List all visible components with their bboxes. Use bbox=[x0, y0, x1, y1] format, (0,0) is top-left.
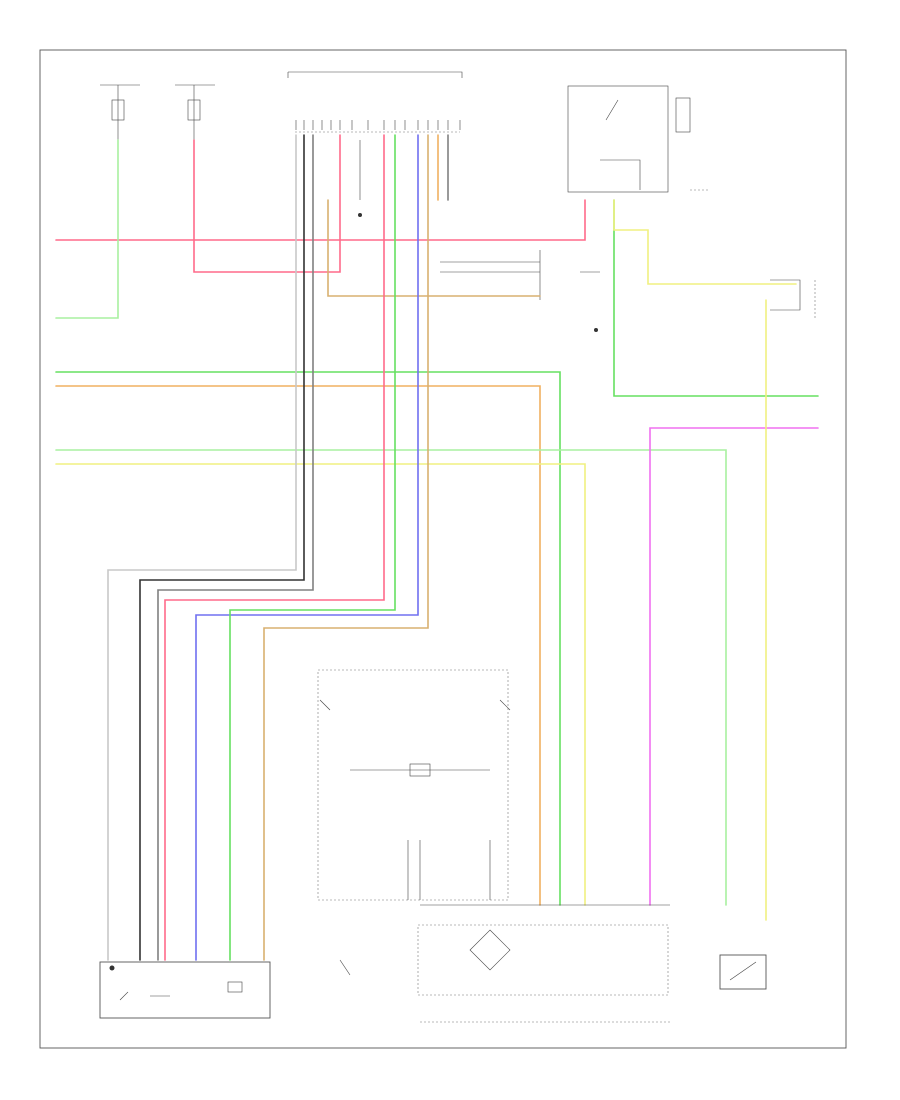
wire-green-right bbox=[613, 199, 819, 397]
reference-label bbox=[50, 1068, 90, 1076]
wire-blue-bundle bbox=[195, 134, 419, 961]
right-component bbox=[770, 279, 816, 320]
wire-tan-bundle bbox=[263, 134, 429, 961]
wire-tan-mid bbox=[327, 199, 541, 297]
switch-contact-icon bbox=[119, 991, 129, 1001]
diode-bridge-icon bbox=[469, 929, 511, 971]
wire-red-main bbox=[55, 199, 586, 241]
bottom-right-motor bbox=[719, 954, 767, 990]
relay-switch-icon bbox=[605, 99, 619, 121]
diagram-frame bbox=[39, 49, 847, 1049]
wire-green-bundle bbox=[229, 134, 396, 961]
top-connector-block bbox=[287, 71, 463, 133]
ground-symbol-icon bbox=[594, 328, 598, 332]
wire-lightgreen-long bbox=[55, 449, 727, 906]
wire-green-long bbox=[55, 371, 561, 906]
motor-icon bbox=[729, 961, 757, 981]
top-right-relay-box bbox=[567, 85, 710, 193]
wire-yellow-long bbox=[55, 463, 586, 906]
wire-yellow-right-top bbox=[613, 199, 797, 285]
wire-orange-long bbox=[55, 385, 541, 906]
bottom-center-components bbox=[317, 669, 670, 996]
wire-black-bundle bbox=[139, 134, 305, 961]
wire-red-loop bbox=[193, 134, 341, 273]
wire-gray-bundle bbox=[157, 134, 314, 961]
ground-top-center bbox=[358, 140, 362, 217]
mid-connector-group bbox=[440, 250, 600, 332]
connector-pin-icon bbox=[109, 965, 115, 971]
wire-red-bundle bbox=[164, 134, 385, 961]
relay-unit-left-1 bbox=[100, 84, 140, 140]
wire-green-left bbox=[55, 139, 119, 319]
wire-magenta bbox=[649, 427, 819, 906]
bottom-left-module bbox=[99, 961, 271, 1019]
relay-unit-left-2 bbox=[175, 84, 215, 140]
wire-white-bundle bbox=[107, 134, 297, 961]
connector-pins bbox=[295, 120, 461, 130]
switch-contact-icon bbox=[339, 959, 351, 976]
